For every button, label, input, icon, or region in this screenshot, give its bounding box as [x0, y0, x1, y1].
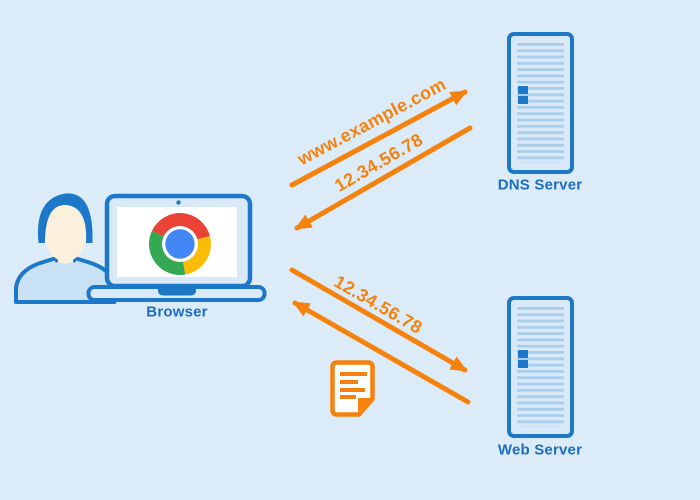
document-fold [358, 398, 374, 416]
document-text-lines [340, 372, 367, 399]
dns-server-icon [507, 32, 574, 174]
dns-server-led-1 [518, 86, 528, 94]
web-server-label: Web Server [497, 441, 583, 459]
chrome-logo-icon [149, 213, 211, 275]
flow-arrows [289, 89, 473, 405]
dns-server-label: DNS Server [497, 176, 583, 194]
laptop-base-notch [158, 289, 196, 296]
web-server-icon [507, 296, 574, 438]
web-server-led-1 [518, 350, 528, 358]
laptop-webcam [176, 200, 181, 205]
web-server-led-2 [518, 360, 528, 368]
laptop-icon [86, 193, 267, 302]
user-icon [14, 193, 117, 304]
dns-request-arrow [289, 89, 468, 188]
web-request-arrow [289, 267, 468, 373]
document-icon [330, 360, 375, 417]
dns-server-led-2 [518, 96, 528, 104]
user-face [44, 202, 87, 262]
user-hair [37, 193, 93, 243]
dns-response-arrow [294, 125, 473, 231]
web-response-arrow [292, 300, 471, 405]
browser-label: Browser [146, 303, 208, 321]
